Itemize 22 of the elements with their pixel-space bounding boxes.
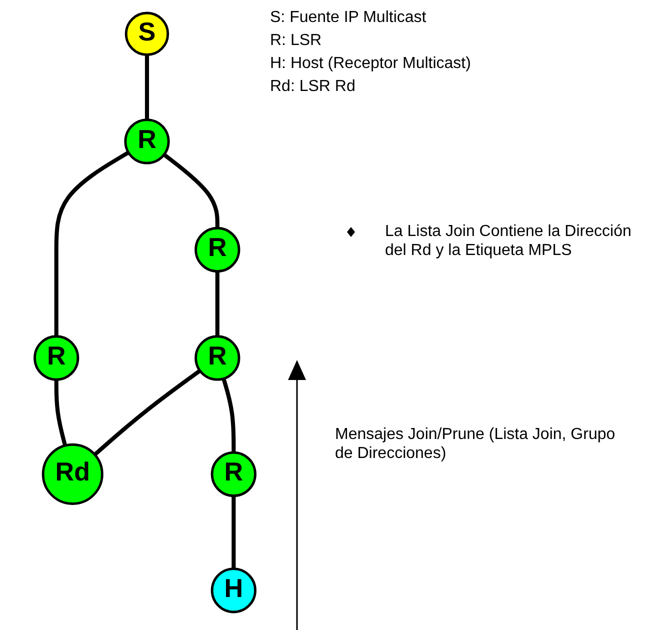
node-circle: Rd (42, 443, 104, 505)
legend-text: H: Host (Receptor Multicast) (270, 54, 472, 73)
connector (232, 496, 236, 569)
node-circle: R (194, 226, 240, 273)
message-note: Mensajes Join/Prune (Lista Join, Grupo de Direcciones) (335, 425, 616, 463)
connector (215, 271, 220, 336)
node-circle: R (210, 451, 256, 497)
connector (54, 380, 68, 446)
node-circle: R (124, 118, 170, 164)
bullet-note: La Lista Join Contiene la Dirección del Rd y la Etiqueta MPLS (385, 222, 632, 260)
connector (162, 152, 220, 228)
node-circle: R (194, 335, 240, 381)
node-circle: H (210, 568, 256, 614)
legend-text: S: Fuente IP Multicast (270, 8, 428, 27)
node-circle: S (124, 12, 170, 56)
connector (54, 150, 130, 336)
connector (144, 54, 150, 120)
connector (222, 378, 236, 453)
node-circle: R (34, 335, 80, 381)
legend-text: Rd: LSR Rd (270, 77, 356, 96)
connector (93, 369, 202, 456)
legend-text: R: LSR (270, 31, 323, 50)
